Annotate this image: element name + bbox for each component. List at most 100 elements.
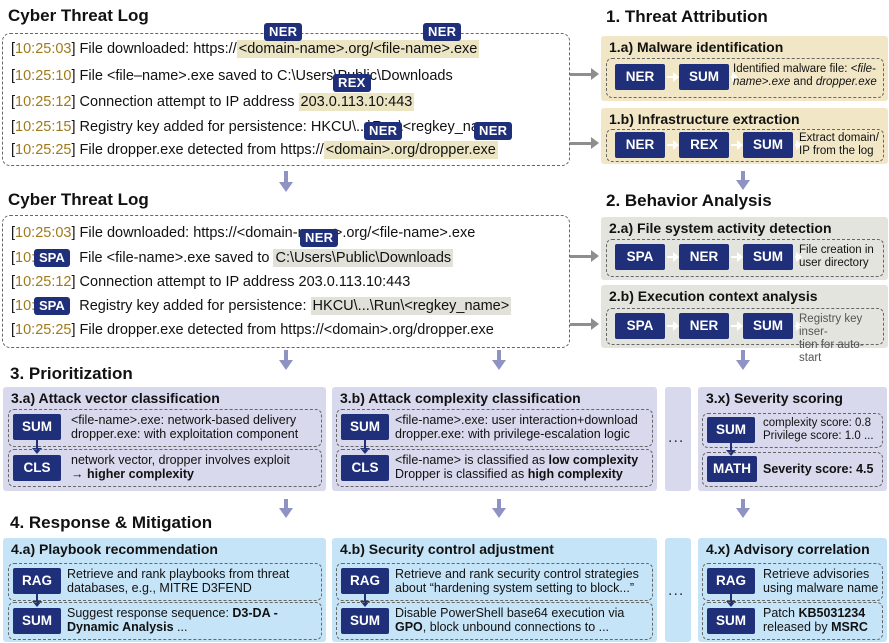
ner-block: NER: [615, 132, 665, 158]
ner-block: NER: [615, 64, 665, 90]
cls-block: CLS: [13, 455, 61, 481]
card-step: MATH Severity score: 4.5: [702, 452, 883, 487]
sum-block: SUM: [743, 244, 793, 270]
log2-line-4: [10: Registry key added for persistence:…: [11, 297, 512, 315]
card-step: SUM <file-name>.exe: user interaction+do…: [336, 409, 653, 447]
down-arrow: [736, 499, 750, 518]
sum-block: SUM: [743, 132, 793, 158]
card-severity-scoring: 3.x) Severity scoring SUM complexity sco…: [698, 387, 887, 491]
rex-tag: REX: [333, 74, 371, 92]
card-security-control: 4.b) Security control adjustment RAG Ret…: [332, 538, 657, 642]
rag-block: RAG: [13, 568, 61, 594]
down-arrow: [736, 350, 750, 370]
down-arrow: [736, 171, 750, 190]
pipe-arrow: [795, 321, 802, 331]
ellipsis: ...: [668, 582, 685, 599]
ellipsis: ...: [668, 429, 685, 446]
card-step: CLS network vector, dropper involves exp…: [8, 449, 322, 487]
down-arrow: [279, 499, 293, 518]
card-pipeline: NER SUM Identified malware file: <file-n…: [606, 58, 884, 98]
sum-block: SUM: [13, 608, 61, 634]
rex-block: REX: [679, 132, 729, 158]
pipe-arrow: [731, 140, 743, 150]
card-output: network vector, dropper involves exploit…: [71, 453, 290, 481]
card-step: SUM <file-name>.exe: network-based deliv…: [8, 409, 322, 447]
section-attribution-title: 1. Threat Attribution: [606, 7, 768, 26]
card-title: 3.x) Severity scoring: [706, 390, 843, 406]
ner-block: NER: [679, 313, 729, 339]
card-playbook-recommendation: 4.a) Playbook recommendation RAG Retriev…: [3, 538, 326, 642]
ner-tag: NER: [423, 23, 462, 41]
spa-tag: SPA: [34, 249, 70, 267]
pipe-arrow: [795, 252, 802, 262]
spa-block: SPA: [615, 313, 665, 339]
card-title: 1.b) Infrastructure extraction: [609, 111, 800, 127]
step-arrow: [726, 443, 736, 456]
severity-score: Severity score: 4.5: [763, 462, 874, 476]
log1-line-3: [10:25:12] Connection attempt to IP addr…: [11, 93, 415, 111]
log2-line-3: [10:25:12] Connection attempt to IP addr…: [11, 274, 411, 290]
card-step: SUM Suggest response sequence: D3-DA -Dy…: [8, 602, 322, 640]
card-output: Identified malware file: <file-name>.exe…: [733, 63, 877, 88]
card-attack-vector: 3.a) Attack vector classification SUM <f…: [3, 387, 326, 491]
pipe-arrow: [795, 140, 802, 150]
log1-title: Cyber Threat Log: [8, 6, 149, 25]
log1-line-4: [10:25:15] Registry key added for persis…: [11, 119, 508, 135]
down-arrow: [492, 499, 506, 518]
down-arrow: [492, 350, 506, 370]
card-title: 1.a) Malware identification: [609, 39, 784, 55]
section-prioritization-title: 3. Prioritization: [10, 364, 133, 383]
card-infrastructure-extraction: 1.b) Infrastructure extraction NER REX S…: [601, 108, 888, 164]
card-pipeline: NER REX SUM Extract domain/IP from the l…: [606, 129, 884, 162]
sum-block: SUM: [341, 608, 389, 634]
sum-block: SUM: [341, 414, 389, 440]
log2-box: [10:25:03] File downloaded: https://<dom…: [2, 215, 570, 348]
down-arrow: [279, 350, 293, 370]
card-title: 4.a) Playbook recommendation: [11, 541, 218, 557]
card-output: <file-name> is classified as low complex…: [395, 453, 639, 481]
log1-line-5: [10:25:25] File dropper.exe detected fro…: [11, 141, 498, 159]
card-execution-context: 2.b) Execution context analysis SPA NER …: [601, 285, 888, 364]
pipe-arrow: [667, 140, 679, 150]
card-malware-identification: 1.a) Malware identification NER SUM Iden…: [601, 36, 888, 101]
math-block: MATH: [707, 456, 757, 482]
section-response-title: 4. Response & Mitigation: [10, 513, 213, 532]
ner-tag: NER: [474, 122, 513, 140]
log2-line-5: [10:25:25] File dropper.exe detected fro…: [11, 322, 494, 338]
log2-line-2: [10: File <file-name>.exe saved to C:\Us…: [11, 249, 454, 267]
log1-line-1: [10:25:03] File downloaded: https://<dom…: [11, 40, 480, 58]
spa-tag: SPA: [34, 297, 70, 315]
pipe-arrow: [667, 321, 679, 331]
sum-block: SUM: [13, 414, 61, 440]
pipe-arrow: [667, 72, 679, 82]
right-arrow: [570, 318, 599, 330]
sum-block: SUM: [707, 608, 755, 634]
card-title: 3.b) Attack complexity classification: [340, 390, 581, 406]
log1-box: [10:25:03] File downloaded: https://<dom…: [2, 33, 570, 166]
card-output: Retrieve and rank security control strat…: [395, 567, 639, 595]
pipe-arrow: [731, 252, 743, 262]
card-title: 2.b) Execution context analysis: [609, 288, 818, 304]
card-output: Registry key inser-tion for auto-start: [799, 313, 864, 364]
card-title: 4.b) Security control adjustment: [340, 541, 554, 557]
card-attack-complexity: 3.b) Attack complexity classification SU…: [332, 387, 657, 491]
card-step: RAG Retrieve and rank playbooks from thr…: [8, 563, 322, 601]
ner-block: NER: [679, 244, 729, 270]
step-arrow: [726, 594, 736, 607]
sum-block: SUM: [679, 64, 729, 90]
card-output: <file-name>.exe: user interaction+downlo…: [395, 413, 638, 441]
card-step: RAG Retrieve and rank security control s…: [336, 563, 653, 601]
right-arrow: [570, 68, 599, 80]
pipe-arrow: [731, 321, 743, 331]
card-title: 2.a) File system activity detection: [609, 220, 832, 236]
step-arrow: [32, 440, 42, 454]
log1-line-2: [10:25:10] File <file–name>.exe saved to…: [11, 68, 453, 84]
